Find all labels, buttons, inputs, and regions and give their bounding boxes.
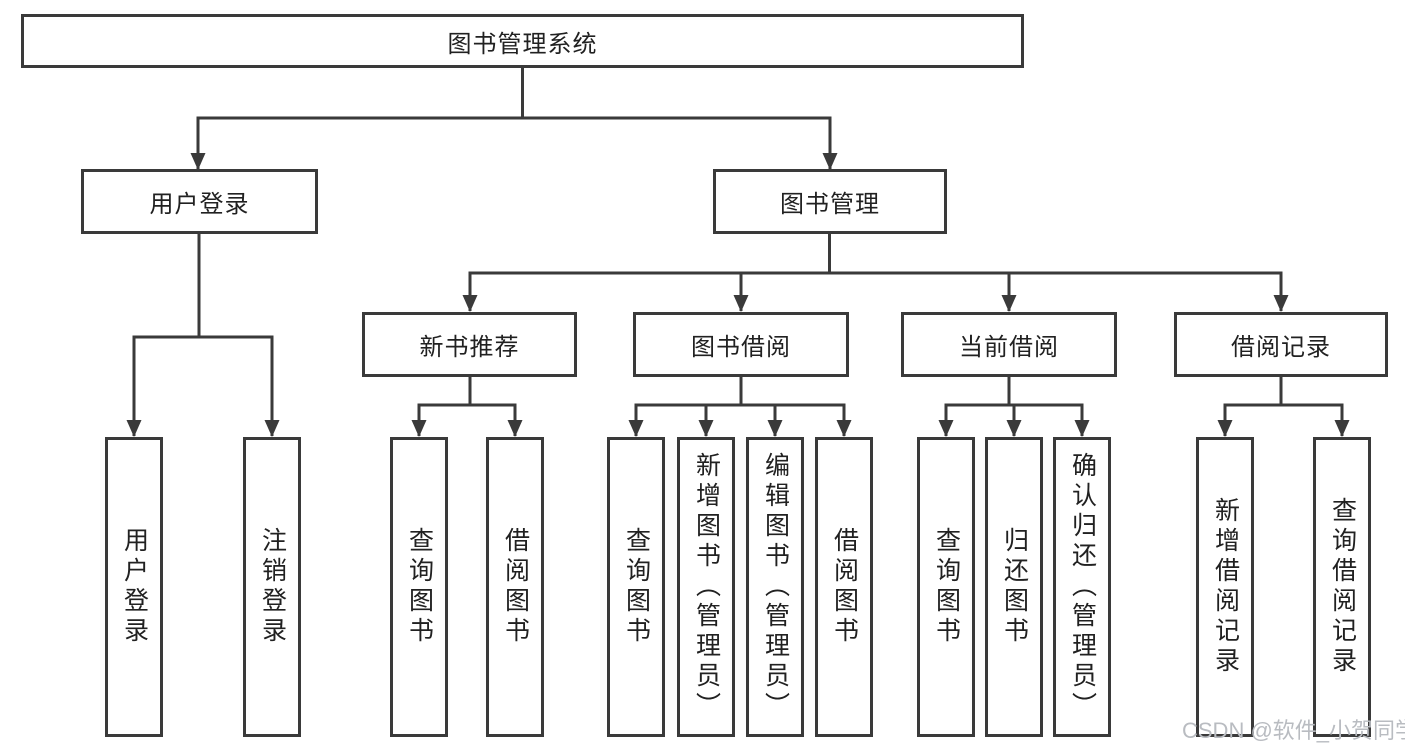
leaf-label: 新增图书（管理员） <box>692 452 721 722</box>
leaf-label: 归还图书 <box>1000 527 1029 647</box>
leaf-user-login: 用户登录 <box>105 437 163 737</box>
leaf-label: 用户登录 <box>120 527 149 647</box>
leaf-confirm-return-admin: 确认归还（管理员） <box>1053 437 1111 737</box>
node-library-management-system: 图书管理系统 <box>21 14 1024 68</box>
node-label: 新书推荐 <box>419 334 520 361</box>
leaf-add-borrowing-record: 新增借阅记录 <box>1196 437 1254 737</box>
leaf-query-books-recommend: 查询图书 <box>390 437 448 737</box>
leaf-label: 确认归还（管理员） <box>1068 452 1097 722</box>
leaf-label: 借阅图书 <box>501 527 530 647</box>
node-book-borrowing: 图书借阅 <box>633 312 849 377</box>
node-user-login: 用户登录 <box>81 169 318 234</box>
leaf-label: 编辑图书（管理员） <box>761 452 790 722</box>
leaf-edit-books-admin: 编辑图书（管理员） <box>746 437 804 737</box>
leaf-borrow-books-recommend: 借阅图书 <box>486 437 544 737</box>
leaf-borrow-books-borrowing: 借阅图书 <box>815 437 873 737</box>
node-label: 图书管理系统 <box>447 30 598 58</box>
node-label: 图书借阅 <box>691 334 791 361</box>
leaf-label: 借阅图书 <box>830 527 859 647</box>
leaf-add-books-admin: 新增图书（管理员） <box>677 437 735 737</box>
leaf-label: 查询图书 <box>932 527 961 647</box>
csdn-watermark: CSDN @软件_小贺同学 <box>1182 718 1405 743</box>
leaf-label: 注销登录 <box>258 527 287 647</box>
leaf-label: 新增借阅记录 <box>1211 497 1240 677</box>
leaf-logout: 注销登录 <box>243 437 301 737</box>
leaf-label: 查询图书 <box>622 527 651 647</box>
leaf-return-books: 归还图书 <box>985 437 1043 737</box>
node-label: 当前借阅 <box>959 334 1059 361</box>
leaf-query-borrowing-record: 查询借阅记录 <box>1313 437 1371 737</box>
leaf-query-books-borrowing: 查询图书 <box>607 437 665 737</box>
node-label: 用户登录 <box>149 191 250 218</box>
node-book-management: 图书管理 <box>713 169 947 234</box>
node-borrowing-records: 借阅记录 <box>1174 312 1388 377</box>
node-label: 图书管理 <box>780 191 880 218</box>
leaf-label: 查询图书 <box>405 527 434 647</box>
leaf-label: 查询借阅记录 <box>1328 497 1357 677</box>
leaf-query-books-current: 查询图书 <box>917 437 975 737</box>
node-new-book-recommendation: 新书推荐 <box>362 312 577 377</box>
node-label: 借阅记录 <box>1231 334 1331 361</box>
node-current-borrowing: 当前借阅 <box>901 312 1117 377</box>
